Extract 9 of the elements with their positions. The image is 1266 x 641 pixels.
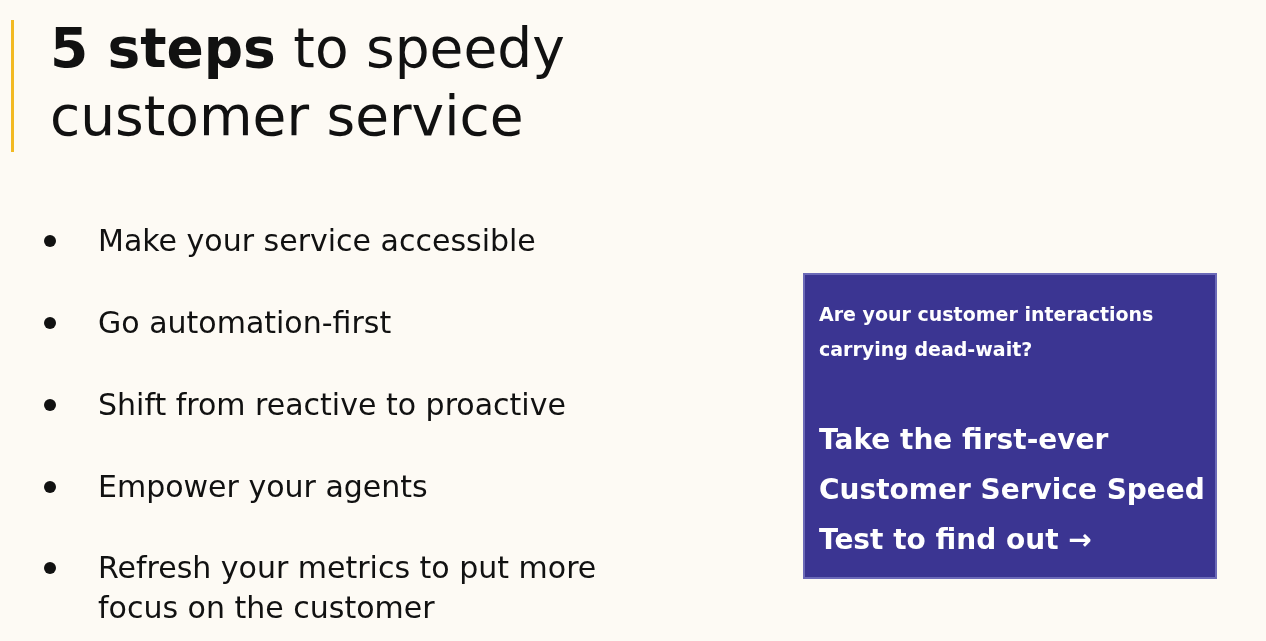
bullet-text: Shift from reactive to proactive	[98, 386, 567, 424]
call-to-action-card	[803, 273, 1217, 579]
question-text: Are your customer interactions carrying dead-wait?	[819, 302, 1155, 362]
bullet-text: Make your service accessible	[98, 222, 537, 260]
bullet-text: Go automation-first	[98, 304, 393, 342]
bullet-text: Refresh your metrics to put more focus on the customer	[98, 549, 598, 627]
bullet-text: Empower your agents	[98, 468, 429, 506]
title: 5 steps to speedy customer service	[50, 15, 566, 150]
call-to-action-text: Take the first-ever Customer Service Speed Test to find out →	[819, 422, 1206, 558]
